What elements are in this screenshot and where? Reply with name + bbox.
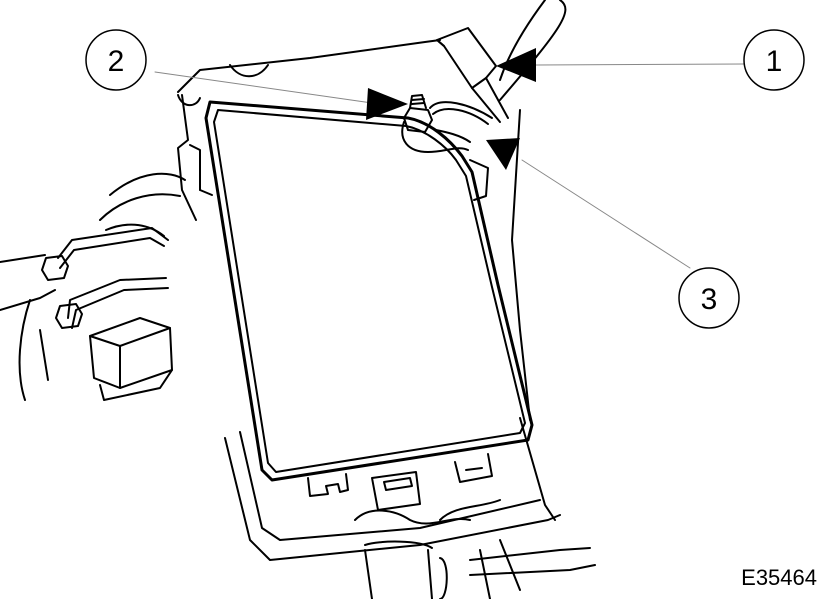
left-nut-lower <box>55 303 83 329</box>
relay-block <box>89 317 173 401</box>
callout-3: 3 <box>678 267 740 329</box>
leader-line-1 <box>535 63 745 66</box>
callout-1-label: 1 <box>766 45 783 78</box>
callout-1: 1 <box>743 29 805 91</box>
callout-3-label: 3 <box>701 283 718 316</box>
figure-reference-code: E35464 <box>741 565 817 590</box>
left-nut-upper <box>41 255 69 281</box>
callout-2: 2 <box>85 29 147 91</box>
bottom-harness <box>354 499 596 599</box>
leader-line-3 <box>521 159 691 269</box>
callout-2-label: 2 <box>108 45 125 78</box>
cover-clips <box>307 453 493 511</box>
fusebox-cover <box>204 100 534 482</box>
arrow-3 <box>486 138 520 170</box>
bracket-clip <box>436 27 509 123</box>
ground-nut <box>401 94 471 153</box>
ground-cable <box>429 101 493 125</box>
arrow-2 <box>366 88 408 120</box>
left-pipes <box>0 172 186 401</box>
arrow-1 <box>496 48 536 82</box>
body-panel <box>177 0 567 421</box>
leader-line-2 <box>154 71 373 104</box>
